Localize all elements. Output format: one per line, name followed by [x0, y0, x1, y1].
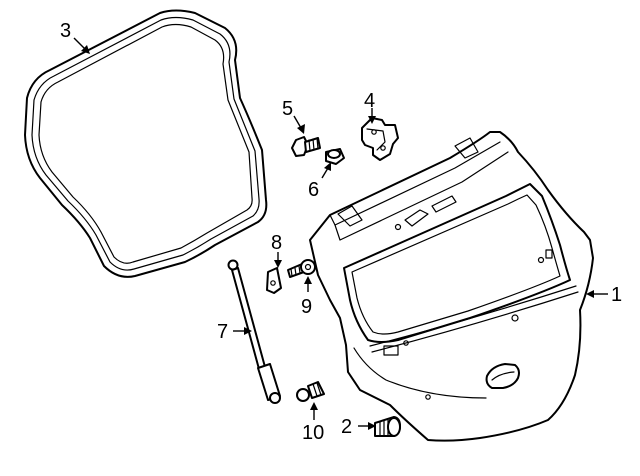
bolt-5	[291, 136, 321, 157]
leader-lines	[73, 37, 608, 430]
callout-6: 6	[308, 179, 319, 201]
callout-labels: 1 2 3 4 5 6 7 8 9 10	[60, 20, 622, 444]
callout-10: 10	[302, 422, 324, 444]
bolt-9	[287, 259, 316, 278]
callout-9: 9	[301, 296, 312, 318]
strut-bracket	[266, 267, 282, 294]
callout-1: 1	[611, 284, 622, 306]
liftgate-panel	[309, 131, 594, 442]
weatherstrip-seal	[24, 9, 268, 278]
callout-4: 4	[364, 90, 375, 112]
lift-support-strut	[227, 259, 281, 404]
callout-8: 8	[271, 232, 282, 254]
bumper-stop	[374, 416, 401, 437]
ball-stud	[296, 381, 325, 402]
callout-2: 2	[341, 416, 352, 438]
callout-5: 5	[282, 98, 293, 120]
nut-6	[325, 148, 345, 165]
callout-3: 3	[60, 20, 71, 42]
callout-7: 7	[217, 321, 228, 343]
hinge-bracket	[361, 117, 399, 161]
